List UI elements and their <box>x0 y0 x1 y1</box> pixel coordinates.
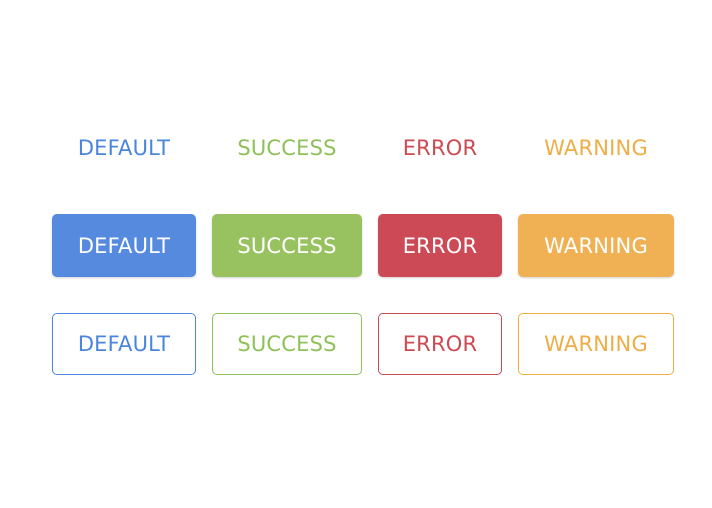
filled-error-button[interactable]: ERROR <box>378 214 502 277</box>
filled-warning-button[interactable]: WARNING <box>518 214 674 277</box>
outline-warning-button[interactable]: WARNING <box>518 313 674 375</box>
flat-default-button[interactable]: DEFAULT <box>77 136 171 160</box>
outline-default-button[interactable]: DEFAULT <box>52 313 196 375</box>
outline-success-button[interactable]: SUCCESS <box>212 313 362 375</box>
flat-success-button[interactable]: SUCCESS <box>237 136 337 160</box>
filled-success-button[interactable]: SUCCESS <box>212 214 362 277</box>
filled-default-button[interactable]: DEFAULT <box>52 214 196 277</box>
flat-error-button[interactable]: ERROR <box>402 136 478 160</box>
flat-warning-button[interactable]: WARNING <box>544 136 648 160</box>
outline-error-button[interactable]: ERROR <box>378 313 502 375</box>
